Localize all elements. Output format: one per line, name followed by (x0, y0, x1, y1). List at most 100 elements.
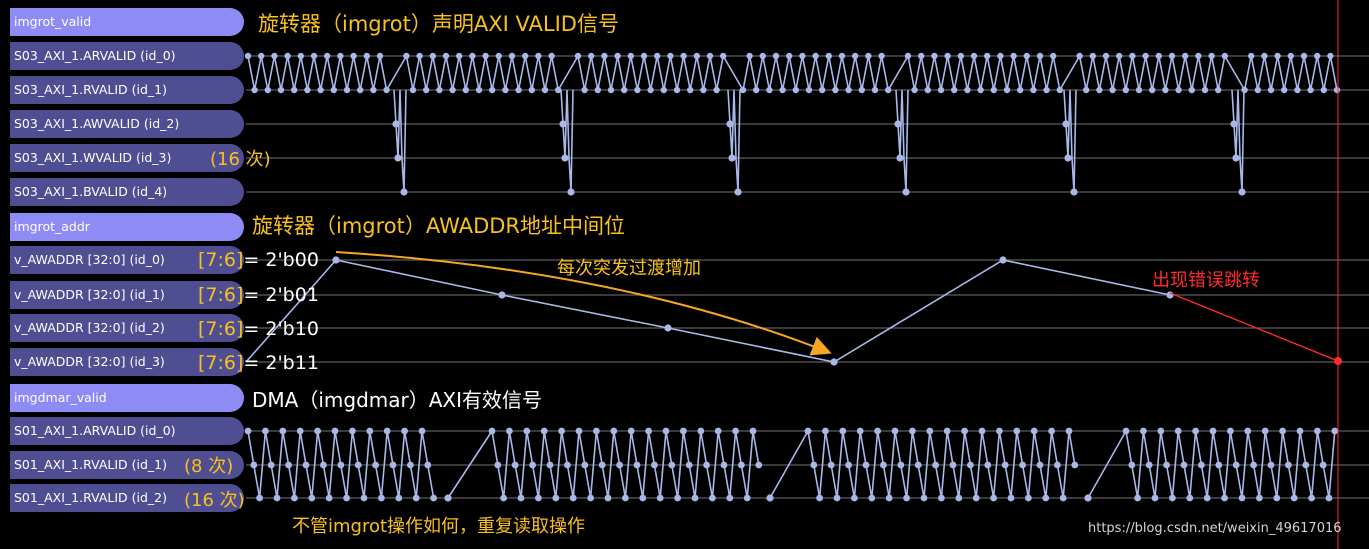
trace-s03-write-burst (895, 89, 909, 193)
marker-s03-arvalid (324, 52, 331, 60)
marker-s01-read (662, 427, 670, 435)
marker-s03-arvalid (1102, 52, 1110, 60)
marker-s01-read (1180, 461, 1188, 469)
marker-s03-arvalid (1142, 52, 1149, 60)
trace-s03-write-burst (1231, 89, 1245, 193)
marker-s01-read (645, 427, 652, 435)
signal-label-s01-rvalid-1[interactable]: S01_AXI_1.RVALID (id_1) (10, 451, 244, 479)
signal-label-awaddr-3[interactable]: v_AWADDR [32:0] (id_3) (10, 348, 244, 376)
annotation-count-16-w: (16 次) (210, 149, 271, 170)
marker-s03-rvalid (845, 86, 852, 94)
marker-s03-awvalid (726, 120, 734, 128)
marker-s03-arvalid (944, 52, 951, 60)
marker-s01-read (1192, 427, 1199, 435)
marker-s03-rvalid (581, 86, 588, 94)
signal-label-s03-rvalid[interactable]: S03_AXI_1.RVALID (id_1) (10, 76, 244, 104)
marker-s03-rvalid (819, 86, 826, 94)
marker-s01-read (1296, 427, 1304, 435)
marker-s01-read (868, 494, 876, 502)
marker-s01-read (732, 427, 739, 435)
marker-s03-rvalid (462, 86, 469, 94)
marker-s01-read (703, 461, 710, 469)
marker-s01-read (1122, 427, 1130, 435)
marker-s01-read (1007, 494, 1015, 502)
signal-label-s03-arvalid[interactable]: S03_AXI_1.ARVALID (id_0) (10, 42, 244, 70)
marker-s01-read (285, 461, 292, 469)
marker-s01-read (833, 494, 841, 502)
marker-s03-rvalid (317, 86, 324, 94)
marker-s01-read (1209, 427, 1217, 435)
marker-s01-read (955, 494, 963, 502)
signal-label-grp-imgrot-valid[interactable]: imgrot_valid (10, 8, 244, 36)
marker-s03-rvalid (357, 86, 364, 94)
marker-s03-arvalid (746, 52, 753, 60)
marker-s01-read (714, 427, 722, 435)
marker-s03-rvalid (1122, 86, 1130, 94)
marker-s01-read (903, 494, 910, 502)
marker-s01-read (1261, 427, 1269, 435)
marker-s01-read (1025, 494, 1032, 502)
marker-s01-read (343, 494, 350, 502)
marker-s01-read (529, 461, 536, 469)
marker-s01-read (697, 427, 705, 435)
marker-s03-arvalid (865, 52, 872, 60)
marker-s01-read (1030, 427, 1038, 435)
marker-s03-rvalid (291, 86, 298, 94)
signal-label-awaddr-2[interactable]: v_AWADDR [32:0] (id_2) (10, 314, 244, 342)
annotation-dma-title: DMA（imgdmar）AXI有效信号 (252, 388, 543, 412)
marker-s01-read (535, 494, 542, 502)
marker-s03-rvalid (330, 86, 337, 94)
marker-s01-read (558, 427, 565, 435)
marker-s01-read (749, 427, 757, 435)
marker-s03-arvalid (1314, 52, 1321, 60)
marker-s03-arvalid (997, 52, 1004, 60)
marker-s01-read (564, 461, 571, 469)
signal-label-awaddr-0[interactable]: v_AWADDR [32:0] (id_0) (10, 246, 244, 274)
marker-s01-read (418, 427, 426, 435)
marker-s03-rvalid (1294, 86, 1301, 94)
marker-s03-arvalid (957, 52, 964, 60)
marker-s03-rvalid (673, 86, 681, 94)
marker-s03-rvalid (1175, 86, 1182, 94)
marker-s01-read (1221, 494, 1228, 502)
trace-s01-gap (447, 430, 493, 499)
marker-s03-arvalid (482, 52, 489, 60)
marker-s01-read (424, 461, 432, 469)
marker-s03-rvalid (1096, 86, 1103, 94)
marker-s03-rvalid (1267, 86, 1275, 94)
marker-s01-read (1128, 461, 1136, 469)
signal-label-grp-imgrot-addr[interactable]: imgrot_addr (10, 213, 244, 241)
marker-s03-arvalid (574, 52, 582, 60)
marker-s03-rvalid (792, 86, 799, 94)
signal-label-s01-arvalid[interactable]: S01_AXI_1.ARVALID (id_0) (10, 417, 244, 445)
annotation-repeat-read: 不管imgrot操作如何，重复读取操作 (292, 516, 586, 537)
marker-s03-rvalid (621, 86, 628, 94)
signal-label-grp-imgdmar-valid[interactable]: imgdmar_valid (10, 384, 244, 412)
annotation-error-jump: 出现错误跳转 (1152, 270, 1260, 291)
signal-label-s03-bvalid[interactable]: S03_AXI_1.BVALID (id_4) (10, 178, 244, 206)
signal-label-awaddr-1[interactable]: v_AWADDR [32:0] (id_1) (10, 281, 244, 309)
annotation-burst-increment: 每次突发过渡增加 (557, 258, 701, 279)
marker-s03-rvalid (1017, 86, 1024, 94)
marker-s03-rvalid (304, 86, 311, 94)
marker-s01-read (720, 461, 728, 469)
signal-label-s03-awvalid[interactable]: S03_AXI_1.AWVALID (id_2) (10, 110, 244, 138)
marker-s03-arvalid (786, 52, 793, 60)
marker-s03-arvalid (759, 52, 766, 60)
marker-s03-arvalid (548, 52, 555, 60)
signal-label-s01-rvalid-2[interactable]: S01_AXI_1.RVALID (id_2) (10, 484, 244, 512)
marker-s03-rvalid (911, 86, 918, 94)
marker-s01-read (827, 461, 835, 469)
marker-s01-read (262, 427, 269, 435)
marker-s03-wvalid (394, 154, 402, 162)
signal-label-s03-wvalid[interactable]: S03_AXI_1.WVALID (id_3) (10, 144, 244, 172)
marker-s03-rvalid (528, 86, 535, 94)
marker-s03-rvalid (753, 86, 760, 94)
marker-s03-arvalid (667, 52, 674, 60)
marker-s03-rvalid (1333, 86, 1341, 94)
marker-s01-read (972, 494, 980, 502)
marker-s03-rvalid (343, 86, 351, 94)
marker-s01-read (389, 461, 397, 469)
marker-s03-rvalid (515, 86, 522, 94)
marker-s03-arvalid (588, 52, 595, 60)
